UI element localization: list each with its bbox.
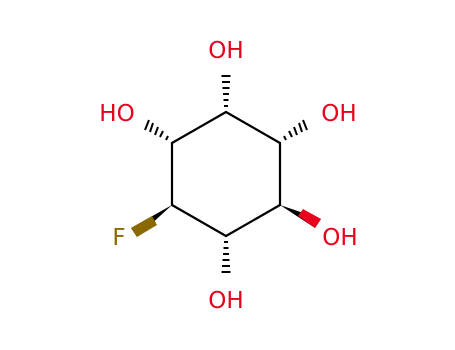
wedge-bond-fluorine-colored <box>131 216 157 237</box>
ring-bond-bottom-left <box>170 203 228 238</box>
oh-top-label: OH <box>208 38 243 64</box>
ring-bonds <box>170 110 282 238</box>
oh-right-label: OH <box>322 225 357 251</box>
oh-top-right-label: OH <box>321 101 356 127</box>
fluorine-label: F <box>112 225 125 251</box>
oh-bottom-label: OH <box>208 288 243 314</box>
hashed-bond-top-right <box>283 119 308 141</box>
oh-top-left-label: HO <box>99 101 134 127</box>
wedge-bond-right-red <box>298 209 321 228</box>
ring-bond-top-right <box>224 110 282 145</box>
hashed-bond-top-left <box>144 119 169 141</box>
ring-bond-bottom-right <box>224 203 282 238</box>
hashed-bond-top <box>221 75 231 107</box>
ring-bond-top-left <box>170 110 228 145</box>
hashed-bond-bottom <box>221 241 231 273</box>
